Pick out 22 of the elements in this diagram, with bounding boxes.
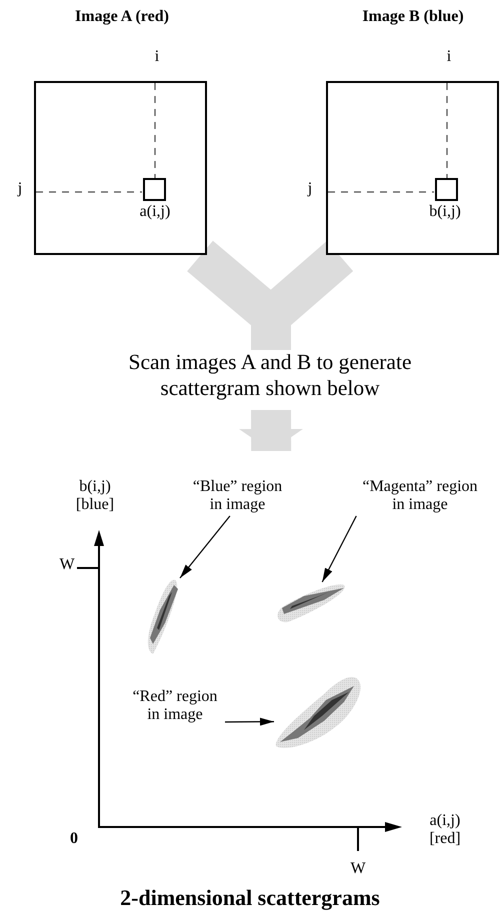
axis-letter: j: [306, 180, 314, 198]
callout-text: “Red” region in image: [132, 688, 218, 724]
leader-arrow: [180, 516, 230, 578]
callout-text: “Magenta” region in image: [361, 478, 479, 514]
process-text: Scan images A and B to generate scattergram shown below: [127, 350, 412, 402]
image-title: Image B (blue): [361, 8, 465, 26]
axis-label: a(i,j) [red]: [428, 812, 462, 848]
pixel-label: a(i,j): [138, 203, 172, 221]
axis-letter: i: [446, 48, 452, 66]
leader-arrow: [225, 718, 274, 726]
axis-letter: i: [154, 48, 160, 66]
axis-value: W: [349, 860, 367, 878]
axis-value: 0: [69, 830, 79, 848]
image-title: Image A (red): [74, 8, 170, 26]
callout-text: “Blue” region in image: [192, 478, 284, 514]
axis-letter: j: [16, 180, 24, 198]
axis-value: W: [58, 556, 76, 574]
flow-arrow: [239, 410, 304, 452]
leader-arrow: [322, 516, 357, 582]
caption: 2-dimensional scattergrams: [119, 886, 381, 910]
pixel-label: b(i,j): [428, 203, 462, 221]
axis-label: b(i,j) [blue]: [74, 478, 116, 514]
